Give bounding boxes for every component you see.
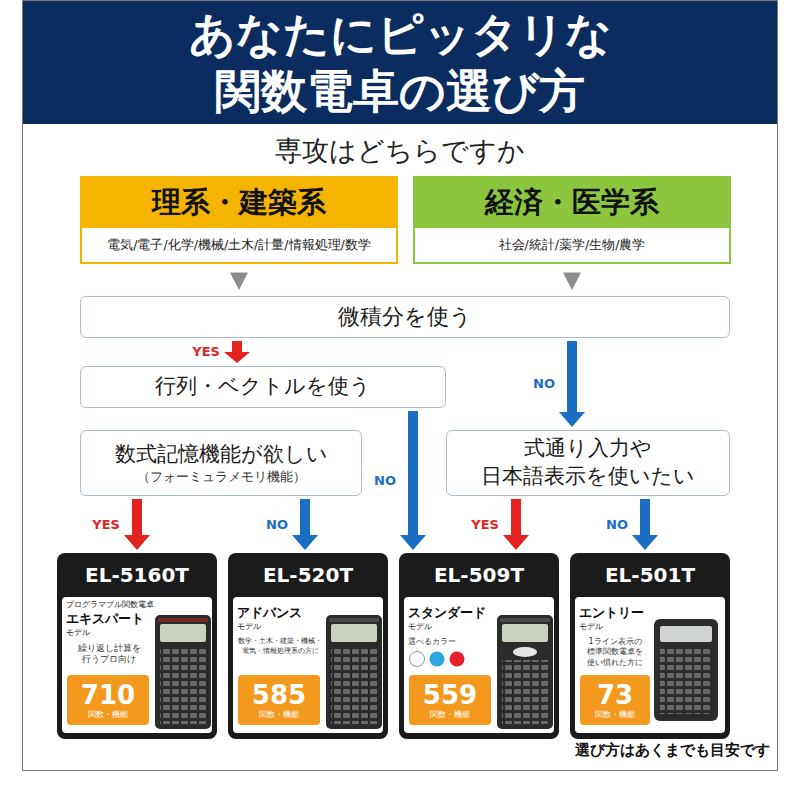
- calculator-display: [660, 626, 712, 642]
- flow-arrow: [292, 499, 318, 550]
- function-count: 73: [597, 681, 633, 710]
- solar-panel: [500, 618, 550, 622]
- flow-arrow: [563, 272, 581, 290]
- branch-label: NO: [372, 473, 398, 489]
- function-count-badge: 710関数・機能: [67, 675, 149, 725]
- model-word: モデル: [237, 622, 323, 632]
- flow-arrow: [503, 499, 529, 550]
- branch-label: YES: [190, 344, 222, 360]
- calculator-display: [331, 624, 377, 642]
- calculator-keys: [160, 646, 206, 724]
- branch-label: YES: [90, 517, 122, 533]
- major-heading: 理系・建築系: [82, 178, 396, 228]
- model-grade: スタンダード: [408, 605, 494, 621]
- calculator-keys: [660, 648, 712, 714]
- branch-label: YES: [469, 517, 501, 533]
- function-count-unit: 関数・機能: [430, 710, 470, 720]
- major-subjects: 電気/電子/化学/機械/土木/計量/情報処理/数学: [82, 228, 396, 263]
- calculator-keys: [502, 660, 548, 724]
- question-text: 数式記憶機能が欲しい: [115, 441, 328, 469]
- question-heading: 専攻はどちらですか: [22, 134, 778, 168]
- color-choice: 選べるカラー: [408, 637, 494, 647]
- card-body: [570, 553, 730, 739]
- model-name: EL-5160T: [57, 563, 217, 587]
- product-card: EL-5160T プログラマブル関数電卓エキスパートモデル繰り返し計算を 行うプロ…: [57, 553, 217, 739]
- model-description: 繰り返し計算を 行うプロ向け: [66, 643, 152, 665]
- product-card: EL-501T エントリーモデル 1ライン表示の 標準関数電卓を 使い慣れた方に 73…: [570, 553, 730, 739]
- model-description: 数学・土木・建築・機械・ 電気・情報処理系の方に: [235, 637, 325, 657]
- model-name: EL-520T: [228, 563, 388, 587]
- branch-label: NO: [264, 517, 290, 533]
- question-box: 式通り入力や 日本語表示を使いたい: [446, 430, 730, 496]
- card-panel: [404, 597, 554, 733]
- card-panel: [233, 597, 383, 733]
- question-text: 行列・ベクトルを使う: [155, 373, 371, 401]
- calculator-body: [326, 615, 382, 729]
- model-grade: エントリー: [579, 605, 653, 621]
- model-word: モデル: [408, 622, 494, 632]
- color-swatch-white: [410, 652, 425, 667]
- flow-arrow: [124, 499, 150, 550]
- calculator-body: [654, 619, 718, 721]
- branch-label: NO: [531, 376, 557, 392]
- model-name: EL-509T: [399, 563, 559, 587]
- card-panel: [62, 597, 212, 733]
- major-box: 経済・医学系社会/統計/薬学/生物/農学: [413, 176, 731, 264]
- major-subjects: 社会/統計/薬学/生物/農学: [415, 228, 729, 263]
- function-count-badge: 585関数・機能: [238, 675, 320, 725]
- model-grade: エキスパート: [66, 611, 152, 627]
- card-body: [399, 553, 559, 739]
- card-panel: [575, 597, 725, 733]
- function-count-unit: 関数・機能: [88, 710, 128, 720]
- color-swatch-blue: [430, 652, 445, 667]
- flow-arrow: [400, 411, 426, 550]
- model-name: EL-501T: [570, 563, 730, 587]
- calculator-display: [160, 624, 206, 642]
- function-count-unit: 関数・機能: [259, 710, 299, 720]
- function-count-unit: 関数・機能: [595, 710, 635, 720]
- question-text: 微積分を使う: [338, 302, 472, 331]
- function-count-badge: 559関数・機能: [409, 675, 491, 725]
- page-title: あなたにピッタリな 関数電卓の選び方: [100, 6, 700, 120]
- model-kind: プログラマブル関数電卓: [66, 600, 211, 610]
- question-box: 数式記憶機能が欲しい（フォーミュラメモリ機能）: [80, 430, 362, 496]
- question-box: 行列・ベクトルを使う: [80, 366, 446, 408]
- solar-panel: [158, 618, 208, 622]
- card-body: [57, 553, 217, 739]
- title-band: [22, 0, 778, 124]
- flow-arrow: [632, 499, 658, 550]
- model-word: モデル: [579, 622, 653, 632]
- function-count: 559: [423, 681, 477, 710]
- footnote: 選び方はあくまでも目安です: [400, 741, 770, 760]
- question-note: （フォーミュラメモリ機能）: [137, 468, 306, 485]
- flow-arrow: [224, 341, 250, 363]
- model-word: モデル: [66, 628, 152, 638]
- function-count-badge: 73関数・機能: [580, 675, 650, 725]
- solar-panel: [329, 618, 379, 622]
- model-description: 1ライン表示の 標準関数電卓を 使い慣れた方に: [577, 637, 653, 668]
- model-grade: アドバンス: [237, 605, 323, 621]
- product-card: EL-520T アドバンスモデル数学・土木・建築・機械・ 電気・情報処理系の方に 5…: [228, 553, 388, 739]
- question-text: 式通り入力や 日本語表示を使いたい: [457, 435, 719, 490]
- major-heading: 経済・医学系: [415, 178, 729, 228]
- calculator-body: [155, 615, 211, 729]
- calculator-keys: [331, 646, 377, 724]
- color-swatch-red: [450, 652, 465, 667]
- flow-arrow: [230, 272, 248, 290]
- major-box: 理系・建築系電気/電子/化学/機械/土木/計量/情報処理/数学: [80, 176, 398, 264]
- cursor-pad: [513, 647, 537, 657]
- calculator-display: [502, 624, 548, 642]
- calculator-body: [497, 615, 553, 729]
- question-box: 微積分を使う: [80, 296, 730, 338]
- flow-arrow: [559, 341, 585, 427]
- branch-label: NO: [604, 517, 630, 533]
- card-body: [228, 553, 388, 739]
- page-frame: [23, 1, 778, 771]
- function-count: 710: [81, 681, 135, 710]
- function-count: 585: [252, 681, 306, 710]
- product-card: EL-509T スタンダードモデル選べるカラー 559関数・機能: [399, 553, 559, 739]
